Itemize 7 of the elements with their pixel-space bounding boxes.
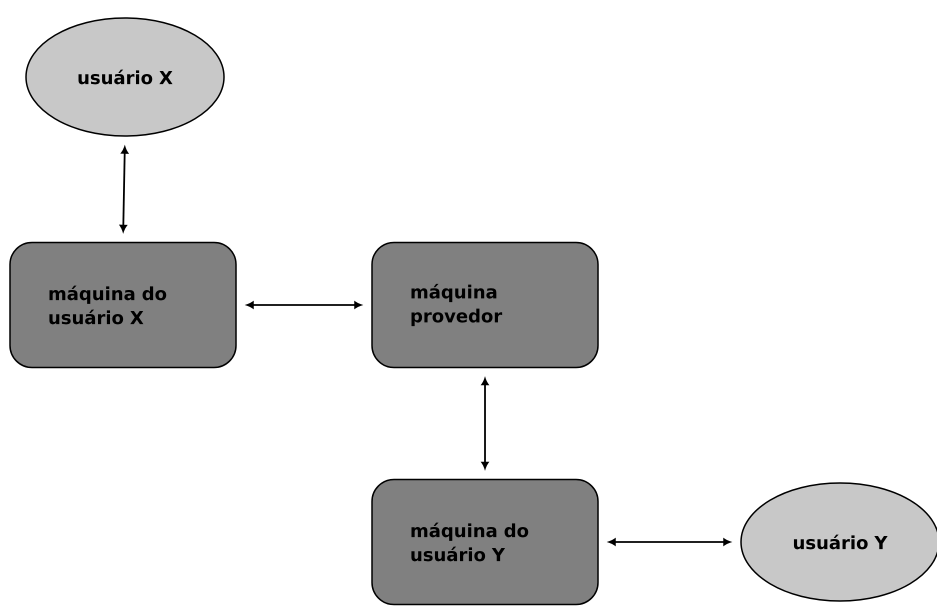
double-arrow (120, 146, 128, 232)
double-arrow (481, 378, 489, 469)
machine-box: máquina do usuário X (9, 242, 237, 368)
machine-box: máquina provedor (371, 242, 599, 368)
double-arrow (608, 538, 730, 546)
machine-box: máquina do usuário Y (371, 478, 599, 606)
double-arrow (246, 301, 362, 309)
